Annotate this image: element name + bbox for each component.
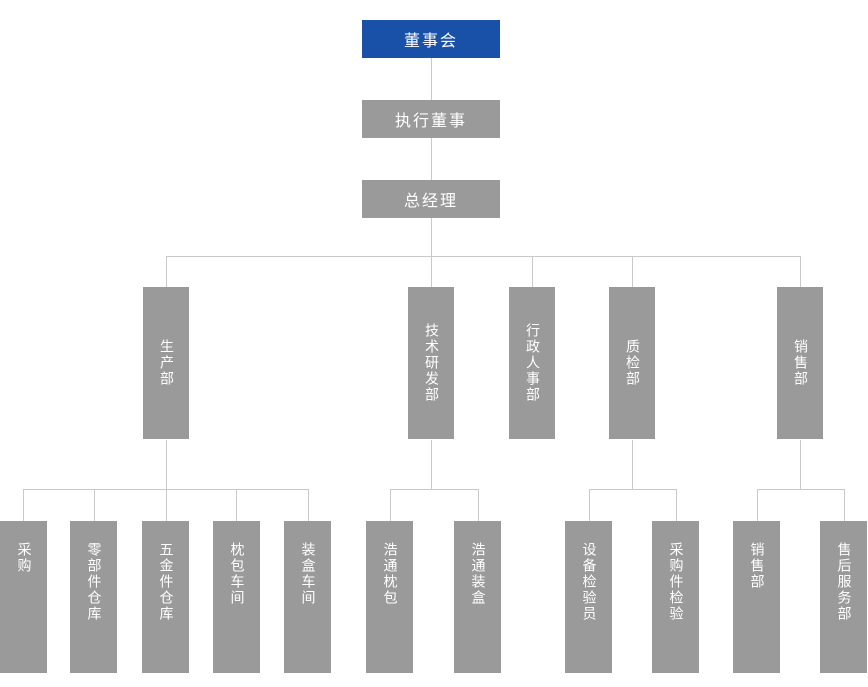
- org-node-label: 零部件仓库: [85, 542, 102, 622]
- org-node-label: 售后服务部: [835, 542, 852, 622]
- connector-line-v: [431, 440, 432, 489]
- org-node-label: 采购: [15, 542, 32, 574]
- org-node-tech-rd-dept: 技术研发部: [408, 287, 454, 439]
- org-node-pillow-pack-workshop: 枕包车间: [213, 521, 260, 673]
- connector-line-h: [757, 489, 844, 490]
- connector-line-v: [757, 489, 758, 521]
- org-node-parts-warehouse: 零部件仓库: [70, 521, 117, 673]
- org-node-hardware-warehouse: 五金件仓库: [142, 521, 189, 673]
- connector-line-v: [632, 440, 633, 489]
- org-node-label: 生产部: [158, 339, 174, 387]
- connector-line-v: [23, 489, 24, 521]
- org-node-label: 设备检验员: [580, 542, 597, 622]
- org-node-sales-dept: 销售部: [777, 287, 823, 439]
- connector-line-v: [431, 138, 432, 180]
- org-node-label: 技术研发部: [423, 323, 439, 403]
- connector-line-v: [236, 489, 237, 521]
- org-node-purchased-parts-inspection: 采购件检验: [652, 521, 699, 673]
- org-node-admin-hr-dept: 行政人事部: [509, 287, 555, 439]
- org-node-label: 采购件检验: [667, 542, 684, 622]
- connector-line-v: [431, 218, 432, 287]
- connector-line-h: [589, 489, 676, 490]
- org-node-label: 枕包车间: [228, 542, 245, 606]
- org-node-label: 五金件仓库: [157, 542, 174, 622]
- org-node-label: 销售部: [748, 542, 765, 590]
- connector-line-v: [632, 256, 633, 287]
- org-node-production-dept: 生产部: [143, 287, 189, 439]
- org-node-label: 质检部: [624, 339, 640, 387]
- connector-line-v: [94, 489, 95, 521]
- connector-line-v: [166, 440, 167, 489]
- org-node-label: 销售部: [792, 339, 808, 387]
- connector-line-v: [478, 489, 479, 521]
- connector-line-h: [166, 256, 800, 257]
- connector-line-v: [800, 256, 801, 287]
- org-node-label: 行政人事部: [524, 323, 540, 403]
- connector-line-v: [166, 256, 167, 287]
- connector-line-v: [390, 489, 391, 521]
- org-node-purchasing: 采购: [0, 521, 47, 673]
- org-node-general-manager: 总经理: [362, 180, 500, 218]
- org-node-equipment-inspector: 设备检验员: [565, 521, 612, 673]
- connector-line-h: [390, 489, 478, 490]
- connector-line-v: [800, 440, 801, 489]
- org-node-label: 浩通装盒: [469, 542, 486, 606]
- connector-line-v: [589, 489, 590, 521]
- org-node-label: 装盒车间: [299, 542, 316, 606]
- connector-line-v: [676, 489, 677, 521]
- connector-line-v: [844, 489, 845, 521]
- org-node-sales-sub-dept: 销售部: [733, 521, 780, 673]
- connector-line-v: [532, 256, 533, 287]
- connector-line-h: [23, 489, 308, 490]
- org-node-board: 董事会: [362, 20, 500, 58]
- org-node-quality-dept: 质检部: [609, 287, 655, 439]
- org-node-label: 浩通枕包: [381, 542, 398, 606]
- connector-line-v: [431, 58, 432, 100]
- connector-line-v: [308, 489, 309, 521]
- org-node-box-pack-workshop: 装盒车间: [284, 521, 331, 673]
- org-node-after-sales-service-dept: 售后服务部: [820, 521, 867, 673]
- org-node-haotong-pillow-pack: 浩通枕包: [366, 521, 413, 673]
- org-node-executive-director: 执行董事: [362, 100, 500, 138]
- org-node-haotong-box-pack: 浩通装盒: [454, 521, 501, 673]
- connector-line-v: [166, 489, 167, 521]
